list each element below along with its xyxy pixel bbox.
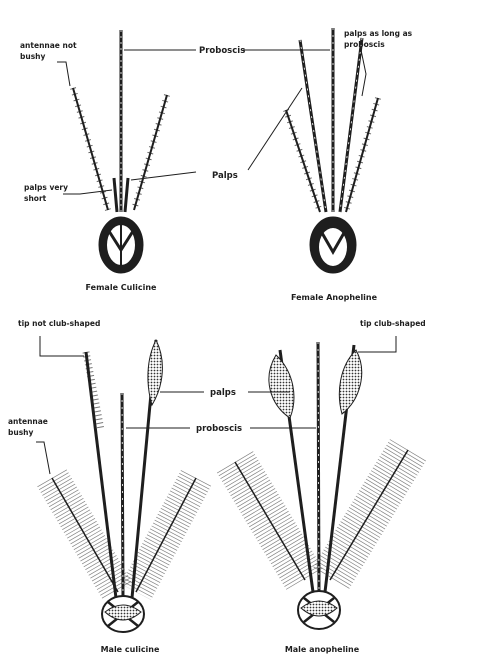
- leader-tip-not-club-shaped: [40, 336, 84, 356]
- label-palps-very-short-1: palps very: [24, 183, 68, 192]
- caption-male-culicine: Male culicine: [101, 645, 160, 654]
- leader-antennae-not-bushy: [57, 62, 70, 86]
- antenna-left-female-anopheline: [286, 110, 320, 212]
- label-tip-not-club-shaped: tip not club-shaped: [18, 319, 100, 328]
- antenna-right-female-culicine: [134, 95, 167, 210]
- proboscis-male-anopheline: [318, 342, 319, 592]
- palp-left-male-culicine: [86, 352, 116, 598]
- head-male-anopheline: [298, 591, 340, 629]
- label-palps-bottom: palps: [210, 388, 236, 398]
- proboscis-male-culicine: [122, 393, 123, 598]
- leader-palps-mid-right: [248, 88, 302, 170]
- head-female-culicine: [99, 217, 143, 273]
- label-proboscis-top: Proboscis: [199, 46, 245, 56]
- label-antennae-bushy-2: bushy: [8, 428, 34, 437]
- caption-female-anopheline: Female Anopheline: [291, 293, 378, 302]
- male-anopheline-drawing: [235, 342, 408, 629]
- antenna-left-female-culicine: [73, 88, 108, 210]
- palp-right-male-anopheline: [325, 345, 362, 592]
- head-female-anopheline: [310, 217, 356, 273]
- female-culicine-drawing: [73, 30, 167, 273]
- label-palps-very-short-2: short: [24, 194, 47, 203]
- label-tip-club-shaped: tip club-shaped: [360, 319, 426, 328]
- leader-tip-club-shaped: [358, 336, 396, 352]
- palp-right-female-anopheline: [340, 38, 362, 212]
- label-palps-as-long-2: proboscis: [344, 40, 385, 49]
- caption-male-anopheline: Male anopheline: [285, 645, 360, 654]
- label-palps-mid: Palps: [212, 171, 238, 181]
- label-palps-as-long-1: palps as long as: [344, 29, 413, 38]
- antenna-right-male-anopheline: [330, 450, 408, 580]
- antenna-left-male-anopheline: [235, 462, 305, 580]
- palp-left-female-anopheline: [300, 40, 326, 212]
- antenna-right-male-culicine: [136, 478, 196, 592]
- caption-female-culicine: Female Culicine: [86, 283, 157, 292]
- leader-palps-mid-left: [131, 172, 196, 180]
- leader-palps-as-long: [361, 50, 366, 96]
- label-antennae-bushy-1: antennae: [8, 417, 48, 426]
- male-culicine-drawing: [52, 340, 196, 632]
- head-male-culicine: [102, 596, 144, 632]
- leader-antennae-bushy: [36, 442, 50, 474]
- label-antennae-not-bushy-2: bushy: [20, 52, 46, 61]
- label-proboscis-bottom: proboscis: [196, 424, 242, 434]
- label-antennae-not-bushy-1: antennae not: [20, 41, 77, 50]
